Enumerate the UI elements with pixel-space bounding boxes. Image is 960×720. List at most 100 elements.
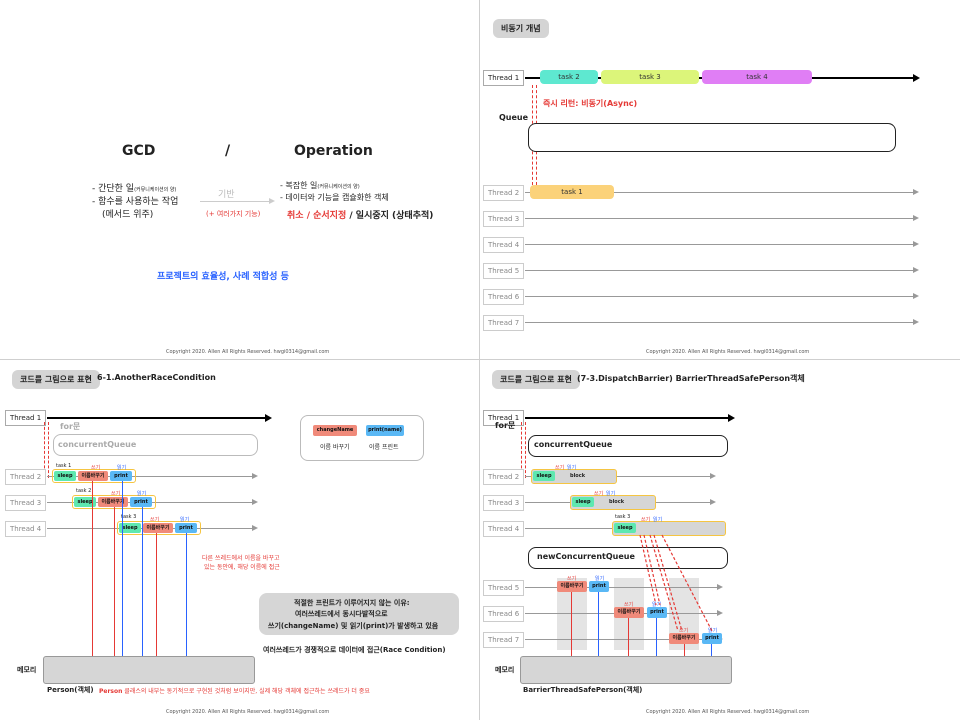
slide-gcd-vs-operation[interactable]: GCD / Operation - 간단한 일(커뮤니케이션의 양) - 함수를… bbox=[0, 0, 479, 359]
operation-item-1-text: - 복잡한 일 bbox=[280, 181, 318, 190]
slide-dispatch-barrier[interactable]: 코드를 그림으로 표현 (7-3.DispatchBarrier) Barrie… bbox=[480, 360, 960, 720]
s3-for-dashed-2 bbox=[48, 422, 50, 478]
s4-t4-read: 읽기 bbox=[653, 517, 663, 523]
slide-async-concept[interactable]: 비동기 개념 Thread 1 task 2 task 3 task 4 즉시 … bbox=[480, 0, 960, 359]
operation-item-1: - 복잡한 일(커뮤니케이션의 양) bbox=[280, 180, 360, 191]
queue-box bbox=[528, 123, 896, 152]
thread-1-arrowhead bbox=[913, 74, 920, 82]
slide3-footer: Copyright 2020. Allen All Rights Reserve… bbox=[166, 709, 330, 715]
thread-4-arrowhead bbox=[913, 241, 919, 247]
thread-3-arrowhead bbox=[913, 215, 919, 221]
s4-thread-6-label: Thread 6 bbox=[483, 606, 525, 622]
s3-task1-frame bbox=[52, 469, 136, 483]
thread-2-arrowhead bbox=[913, 189, 919, 195]
s3-thread-4-arrowhead bbox=[252, 525, 258, 531]
s4-t7-print: print bbox=[702, 633, 722, 644]
s4-t7-rename: 이름바꾸기 bbox=[669, 633, 699, 644]
slide3-header: 코드를 그림으로 표현 bbox=[12, 370, 100, 389]
s4-thread-2-line bbox=[525, 476, 710, 477]
slide3-title: 6-1.AnotherRaceCondition bbox=[97, 373, 216, 382]
s3-task3-label: task 3 bbox=[121, 514, 137, 520]
thread-4-line bbox=[525, 244, 913, 245]
s3-race-line: 여러쓰레드가 경쟁적으로 데이터에 접근(Race Condition) bbox=[263, 646, 446, 654]
s4-task3-label: task 3 bbox=[615, 514, 631, 520]
conclusion-text: 프로젝트의 효율성, 사례 적합성 등 bbox=[157, 272, 289, 282]
s3-for-dashed-1 bbox=[44, 422, 46, 478]
thread-6-label: Thread 6 bbox=[483, 289, 525, 305]
s3-memory-label: 메모리 bbox=[17, 666, 37, 674]
s4-thread-7-label: Thread 7 bbox=[483, 632, 525, 648]
s4-thread-2-label: Thread 2 bbox=[483, 469, 525, 485]
middle-label: 기반 bbox=[218, 190, 235, 200]
s4-for-dashed-1 bbox=[521, 422, 523, 478]
s4-t2-read: 읽기 bbox=[567, 465, 577, 471]
s4-t6-print: print bbox=[647, 607, 667, 618]
s4-memory-label: 메모리 bbox=[495, 666, 515, 674]
thread-5-line bbox=[525, 270, 913, 271]
panel-divider-vertical bbox=[479, 0, 480, 720]
queue-label: Queue bbox=[499, 113, 529, 122]
thread-2-label: Thread 2 bbox=[483, 185, 525, 201]
thread-2-line bbox=[525, 192, 913, 193]
s3-bottom-note-bold: Person bbox=[99, 688, 123, 695]
slide1-footer: Copyright 2020. Allen All Rights Reserve… bbox=[166, 349, 330, 355]
s3-task1-sleep: sleep bbox=[54, 471, 76, 481]
legend-changename-chip: changeName bbox=[313, 425, 357, 436]
s3-task3-rename: 이름바꾸기 bbox=[143, 523, 173, 533]
legend-changename-label: 이름 바꾸기 bbox=[320, 444, 350, 451]
s4-access-line-4 bbox=[656, 618, 657, 656]
s3-explanation-line-2: 여러쓰레드에서 동시다발적으로 bbox=[295, 610, 388, 618]
s3-thread-2-label: Thread 2 bbox=[5, 469, 47, 485]
operation-features-red: 취소 / 순서지정 bbox=[287, 211, 347, 221]
s3-for-label: for문 bbox=[60, 422, 81, 431]
s3-concurrent-queue-label: concurrentQueue bbox=[58, 440, 137, 449]
thread-7-arrowhead bbox=[913, 319, 919, 325]
s4-t5-write: 쓰기 bbox=[567, 576, 577, 582]
s3-red-note-2: 있는 동안에, 해당 이름에 접근 bbox=[204, 564, 280, 571]
s3-access-line-2 bbox=[114, 507, 115, 656]
s4-thread-5-label: Thread 5 bbox=[483, 580, 525, 596]
s3-access-line-6 bbox=[186, 533, 187, 656]
s3-explanation-box bbox=[259, 593, 459, 635]
slide-race-condition[interactable]: 코드를 그림으로 표현 6-1.AnotherRaceCondition cha… bbox=[0, 360, 479, 720]
s4-thread-1-arrowhead bbox=[728, 414, 735, 422]
s4-thread-3-arrowhead bbox=[710, 499, 716, 505]
thread-7-line bbox=[525, 322, 913, 323]
s3-task2-read: 읽기 bbox=[137, 491, 147, 497]
s3-access-line-1 bbox=[92, 481, 93, 656]
s4-new-concurrent-queue-label: newConcurrentQueue bbox=[537, 552, 635, 561]
s4-thread-1-line bbox=[525, 417, 728, 419]
s4-t3-sleep: sleep bbox=[572, 497, 594, 507]
slide2-header: 비동기 개념 bbox=[493, 19, 549, 38]
s3-task2-sleep: sleep bbox=[74, 497, 96, 507]
middle-arrow-line bbox=[200, 201, 270, 202]
panel-divider-horizontal bbox=[0, 359, 960, 360]
s4-t7-write: 쓰기 bbox=[679, 628, 689, 634]
s4-dispatch-arrows bbox=[639, 534, 713, 632]
s4-t4-frame bbox=[612, 521, 726, 536]
s3-explanation-line-3: 쓰기(changeName) 및 읽기(print)가 발생하고 있음 bbox=[268, 622, 439, 630]
s3-person-label: Person(객체) bbox=[47, 686, 94, 694]
slide4-title: (7-3.DispatchBarrier) BarrierThreadSafeP… bbox=[577, 374, 805, 383]
gcd-item-1-note: (커뮤니케이션의 양) bbox=[134, 187, 177, 193]
s3-task2-write: 쓰기 bbox=[111, 491, 121, 497]
s3-task1-print: print bbox=[110, 471, 132, 481]
s3-task1-label: task 1 bbox=[56, 463, 72, 469]
s4-t2-block: block bbox=[570, 473, 586, 479]
s3-task3-print: print bbox=[175, 523, 197, 533]
s4-thread-5-arrowhead bbox=[717, 584, 723, 590]
s3-thread-2-line bbox=[47, 476, 252, 477]
s4-t2-sleep: sleep bbox=[533, 471, 555, 481]
s4-for-label: for문 bbox=[495, 421, 516, 430]
s4-access-line-1 bbox=[571, 592, 572, 656]
s4-t6-read: 읽기 bbox=[652, 602, 662, 608]
s4-thread-1-label: Thread 1 bbox=[483, 410, 525, 426]
s4-t4-write: 쓰기 bbox=[641, 517, 651, 523]
operation-item-1-note: (커뮤니케이션의 양) bbox=[317, 184, 360, 190]
s3-task3-frame bbox=[117, 521, 201, 535]
s4-access-line-5 bbox=[684, 644, 685, 656]
gcd-item-1-text: - 간단한 일 bbox=[92, 184, 135, 194]
s3-thread-3-arrowhead bbox=[252, 499, 258, 505]
s4-thread-2-arrowhead bbox=[710, 473, 716, 479]
s3-task3-write: 쓰기 bbox=[150, 517, 160, 523]
